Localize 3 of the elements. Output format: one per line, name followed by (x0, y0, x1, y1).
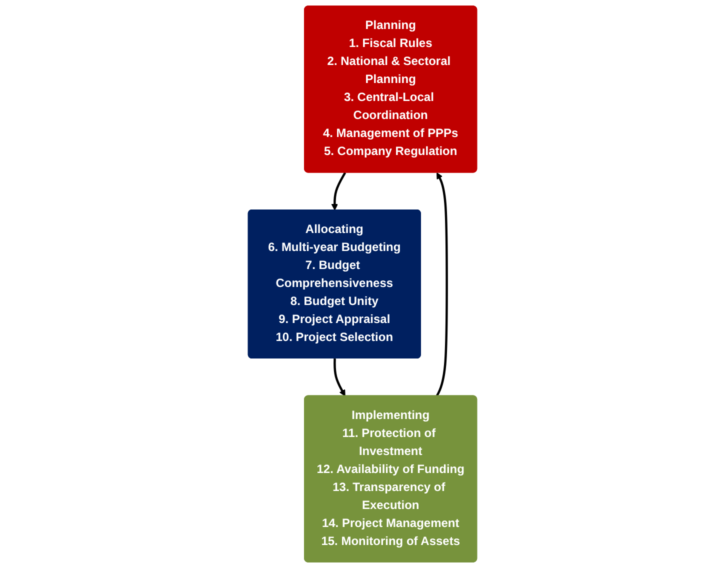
arrow (436, 172, 448, 397)
arrow (334, 358, 346, 396)
arrow (331, 172, 346, 210)
